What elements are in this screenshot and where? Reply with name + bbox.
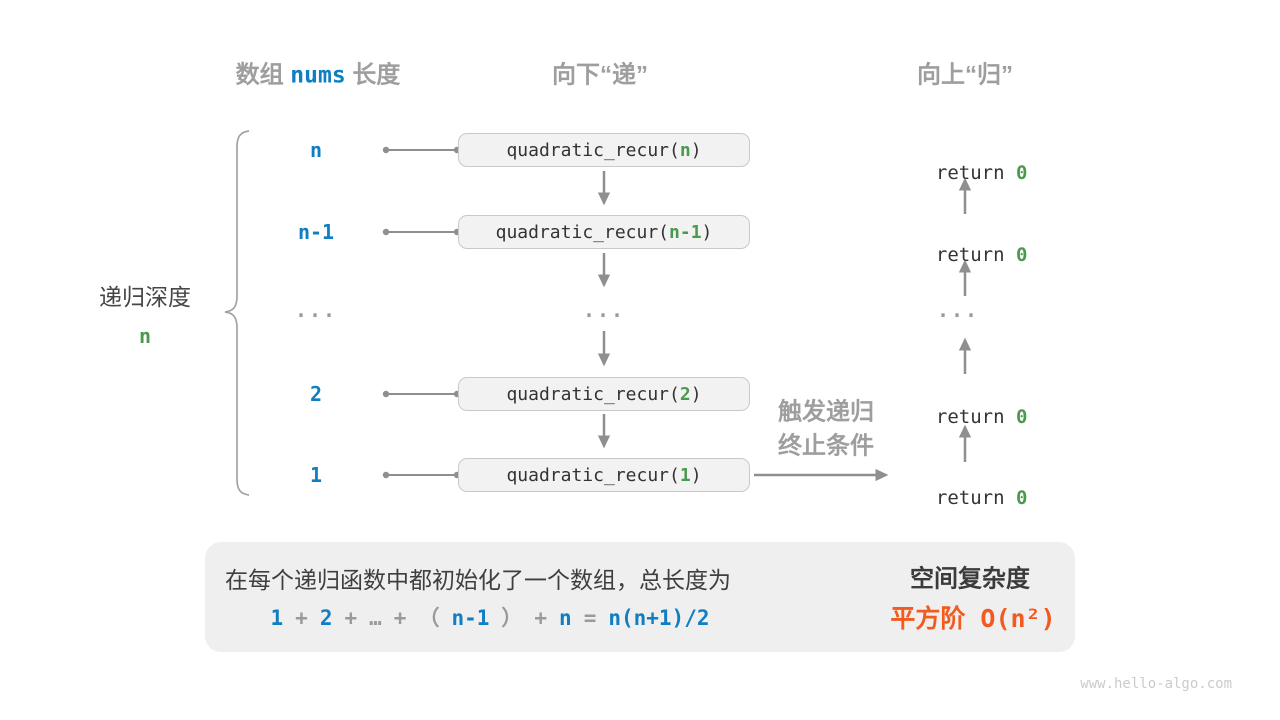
return-keyword: return — [935, 406, 1016, 428]
header-array-prefix: 数组 — [235, 61, 291, 89]
return-stmt-1: return 0 — [913, 465, 1028, 509]
formula-token: = — [583, 606, 597, 630]
formula-token: + — [344, 606, 358, 630]
call-suffix: ) — [701, 221, 713, 243]
trigger-note-line1: 触发递归 — [778, 398, 874, 426]
formula-token: （ — [418, 606, 440, 630]
formula-token: … — [369, 606, 382, 630]
formula-token: n(n+1)/2 — [608, 606, 710, 630]
return-value: 0 — [1015, 244, 1028, 266]
watermark: www.hello-algo.com — [1080, 676, 1232, 692]
depth-brace — [224, 130, 250, 496]
header-array-suffix: 长度 — [345, 61, 401, 89]
call-box-n: quadratic_recur(n) — [458, 133, 750, 167]
header-descend: 向下“递” — [552, 61, 648, 89]
ellipsis-returns: ... — [936, 298, 980, 322]
call-arg: n-1 — [669, 221, 702, 243]
connector-line — [382, 146, 461, 479]
return-value: 0 — [1015, 162, 1028, 184]
return-keyword: return — [935, 487, 1016, 509]
return-keyword: return — [935, 162, 1016, 184]
call-suffix: ) — [690, 464, 702, 486]
depth-title: 递归深度 — [99, 284, 191, 310]
return-stmt-2: return 0 — [913, 384, 1028, 428]
return-value: 0 — [1015, 487, 1028, 509]
header-nums-code: nums — [290, 62, 346, 89]
call-prefix: quadratic_recur( — [506, 464, 680, 486]
formula-token: + — [295, 606, 308, 630]
return-value: 0 — [1015, 406, 1028, 428]
call-prefix: quadratic_recur( — [506, 383, 680, 405]
trigger-note-line2: 终止条件 — [778, 432, 874, 460]
formula-token: 1 — [270, 606, 284, 630]
call-suffix: ) — [690, 139, 702, 161]
depth-label-1: 1 — [309, 463, 323, 487]
complexity-value: 平方阶 O(n²) — [890, 604, 1056, 633]
depth-label-n1: n-1 — [297, 220, 335, 244]
formula-token: + — [534, 606, 548, 630]
formula-token: n — [559, 606, 572, 630]
header-array-length: 数组 nums 长度 — [236, 55, 401, 90]
formula-token: n-1 — [451, 606, 490, 630]
call-box-2: quadratic_recur(2) — [458, 377, 750, 411]
depth-value: n — [138, 324, 152, 348]
return-stmt-n: return 0 — [913, 140, 1028, 184]
formula-token: + — [393, 606, 407, 630]
complexity-title: 空间复杂度 — [910, 565, 1030, 593]
summary-description: 在每个递归函数中都初始化了一个数组，总长度为 — [225, 567, 731, 593]
call-arg: 1 — [679, 464, 691, 486]
call-box-n1: quadratic_recur(n-1) — [458, 215, 750, 249]
call-box-1: quadratic_recur(1) — [458, 458, 750, 492]
ellipsis-depth: ... — [294, 298, 338, 322]
depth-label-n: n — [309, 138, 323, 162]
call-arg: n — [679, 139, 691, 161]
summary-panel — [205, 542, 1075, 652]
call-suffix: ) — [690, 383, 702, 405]
return-keyword: return — [935, 244, 1016, 266]
call-prefix: quadratic_recur( — [495, 221, 670, 243]
formula: 1 +2 + … + （ n-1 ） + n = n(n+1)/2 — [265, 602, 716, 632]
depth-label-2: 2 — [309, 382, 323, 406]
ellipsis-calls: ... — [582, 298, 626, 322]
return-stmt-n1: return 0 — [913, 222, 1028, 266]
header-ascend: 向上“归” — [917, 61, 1013, 89]
formula-token: ） — [501, 606, 523, 630]
formula-token: 2 — [319, 606, 333, 630]
call-prefix: quadratic_recur( — [506, 139, 680, 161]
call-arg: 2 — [679, 383, 691, 405]
